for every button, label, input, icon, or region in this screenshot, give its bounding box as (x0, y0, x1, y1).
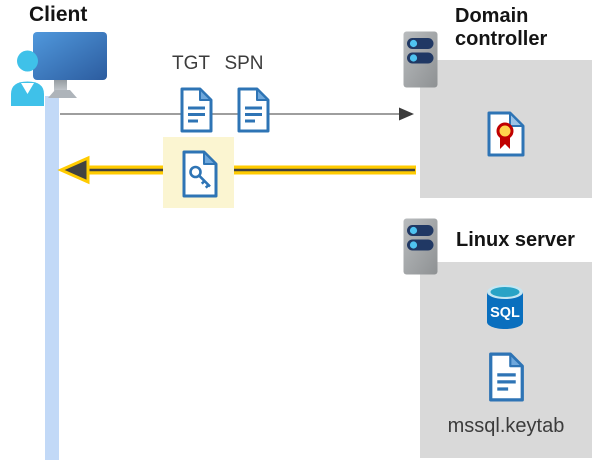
monitor-stand (54, 78, 67, 92)
monitor-base (48, 90, 77, 98)
tgt-document-icon (180, 87, 213, 133)
keytab-document-icon (489, 352, 524, 402)
server-icon (403, 31, 438, 88)
monitor-screen (33, 32, 107, 80)
spn-label: SPN (224, 53, 264, 74)
spn-document-icon (237, 87, 270, 133)
server-icon (403, 218, 438, 275)
sql-database-icon: SQL (487, 285, 523, 329)
domain-controller-label: Domain controller (455, 5, 548, 50)
request-arrow (60, 107, 414, 121)
person-head (17, 50, 38, 72)
person-collar (21, 83, 34, 94)
response-arrow (57, 155, 416, 185)
certificate-icon (487, 111, 525, 157)
client-lifeline-bar (45, 96, 59, 460)
client-label: Client (29, 3, 88, 26)
key-document-icon (182, 150, 218, 198)
linux-server-label: Linux server (456, 229, 575, 251)
sql-label: SQL (490, 305, 520, 321)
client-user-monitor-icon (11, 32, 107, 106)
keytab-filename-label: mssql.keytab (447, 415, 565, 437)
tgt-label: TGT (172, 53, 210, 74)
